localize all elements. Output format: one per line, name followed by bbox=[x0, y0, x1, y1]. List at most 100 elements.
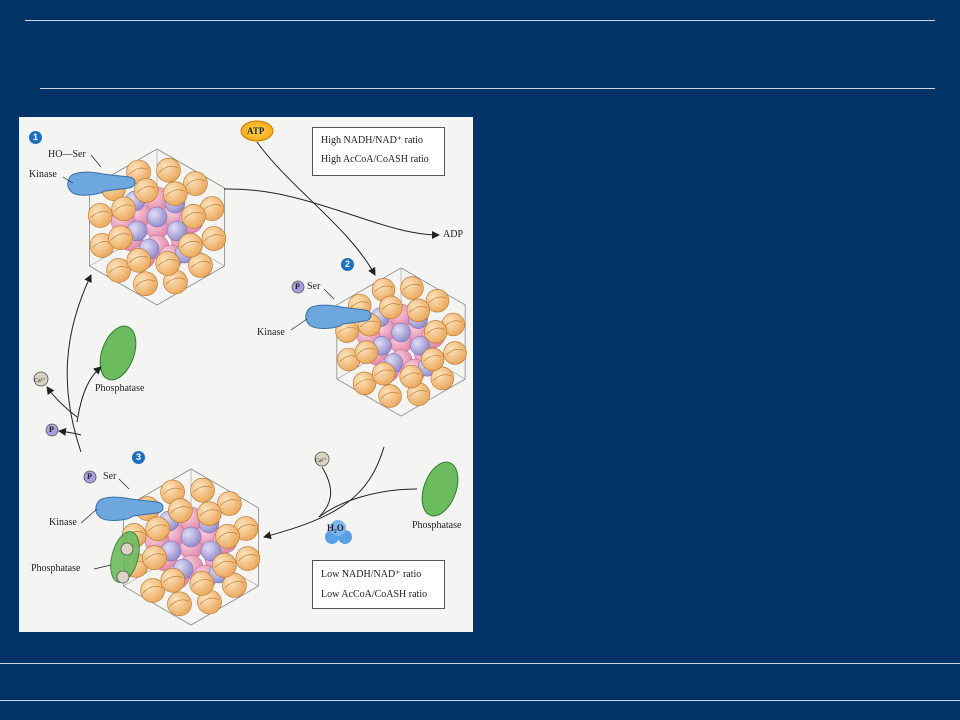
calcium-ball-left bbox=[33, 371, 49, 387]
phosphate-ball-step2 bbox=[291, 280, 305, 294]
e1-subunit bbox=[160, 568, 186, 593]
arrow-phosphatase-binding bbox=[76, 366, 102, 423]
atp-oval bbox=[240, 120, 274, 142]
step-number-3: 3 bbox=[132, 451, 145, 464]
high-nadh-ratio: High NADH/NAD⁺ ratio bbox=[321, 135, 423, 146]
leader-kinase-3 bbox=[80, 508, 98, 524]
e1-subunit-seam bbox=[162, 576, 183, 583]
calcium-label-right: Ca²⁺ bbox=[315, 458, 327, 464]
e1-subunit-seam bbox=[423, 355, 442, 362]
phosphatase-shape-left bbox=[99, 325, 137, 381]
calcium-ball-right bbox=[314, 451, 330, 467]
phosphatase-label-right: Phosphatase bbox=[412, 520, 462, 531]
figure-canvas bbox=[33, 120, 467, 626]
e1-subunit bbox=[400, 276, 424, 300]
e1-subunit bbox=[378, 384, 402, 408]
arrow-release-calcium bbox=[46, 386, 78, 418]
e1-subunit bbox=[162, 181, 188, 206]
e1-subunit bbox=[190, 477, 215, 503]
leader-ser-1 bbox=[90, 154, 102, 168]
arrow-phosphatase-join bbox=[318, 488, 418, 518]
leader-kinase-1 bbox=[62, 176, 74, 184]
e1-subunit-seam bbox=[402, 283, 422, 291]
kinase-label-2: Kinase bbox=[257, 327, 285, 338]
e1-subunit bbox=[106, 258, 131, 283]
phosphatase-label-3: Phosphatase bbox=[31, 563, 81, 574]
e1-subunit bbox=[430, 366, 454, 391]
pyruvate-dehydrogenase-regulation-figure: 1 2 3 HO—Ser Kinase ATP ADP Ser P Kinase… bbox=[19, 117, 473, 632]
e1-subunit bbox=[215, 524, 240, 549]
arrow-1-to-adp bbox=[223, 188, 440, 239]
arrow-atp-to-2 bbox=[256, 141, 376, 276]
phosphate-ball-free bbox=[45, 423, 59, 437]
e1-subunit-seam bbox=[219, 499, 240, 507]
e1-subunit-seam bbox=[381, 303, 401, 310]
kinase-label-3: Kinase bbox=[49, 517, 77, 528]
e3-subunit bbox=[200, 540, 222, 562]
e1-subunit-seam bbox=[191, 579, 212, 587]
e1-subunit-seam bbox=[169, 599, 190, 607]
arrow-2-to-3 bbox=[263, 446, 385, 540]
e1-subunit bbox=[443, 341, 467, 365]
e3-subunit bbox=[166, 220, 188, 242]
e1-subunit bbox=[352, 371, 377, 395]
e1-subunit bbox=[222, 573, 247, 598]
complex-active bbox=[87, 148, 227, 306]
e1-subunit-seam bbox=[144, 553, 165, 561]
phosphatase-label-left: Phosphatase bbox=[95, 383, 145, 394]
e1-subunit-seam bbox=[90, 211, 110, 219]
e1-subunit-seam bbox=[199, 597, 220, 605]
high-accoa-ratio: High AcCoA/CoASH ratio bbox=[321, 154, 429, 165]
leader-phosphatase-3 bbox=[93, 564, 112, 570]
low-ratio-box: Low NADH/NAD⁺ ratio Low AcCoA/CoASH rati… bbox=[312, 560, 445, 609]
low-accoa-ratio: Low AcCoA/CoASH ratio bbox=[321, 589, 428, 600]
e1-subunit-seam bbox=[108, 266, 129, 274]
e1-subunit bbox=[379, 295, 403, 320]
footer-rule-lower bbox=[0, 700, 960, 701]
e1-subunit-seam bbox=[128, 256, 149, 263]
e1-subunit-seam bbox=[374, 285, 393, 293]
complex-dephosphorylating bbox=[121, 468, 261, 626]
e1-subunit-seam bbox=[445, 348, 465, 356]
complex-phosphorylated bbox=[335, 267, 467, 417]
e1-subunit-seam bbox=[443, 320, 463, 327]
e1-subunit-seam bbox=[238, 554, 258, 562]
phosphate-symbol-2: P bbox=[295, 282, 300, 291]
e1-subunit-seam bbox=[359, 320, 379, 328]
e1-subunit-seam bbox=[113, 204, 134, 212]
water-label: H₂O bbox=[327, 523, 344, 533]
e1-subunit bbox=[399, 364, 423, 389]
e1-subunit-seam bbox=[128, 167, 149, 175]
leader-ser-3 bbox=[118, 478, 130, 490]
e1-subunit bbox=[168, 498, 193, 523]
e1-subunit bbox=[155, 251, 180, 276]
step-number-2: 2 bbox=[341, 258, 354, 271]
e1-subunit bbox=[212, 552, 237, 578]
phosphate-symbol-3: P bbox=[87, 472, 92, 481]
phosphatase-shape-bound bbox=[110, 531, 140, 583]
arrow-3-to-1 bbox=[66, 274, 92, 453]
e1-subunit bbox=[140, 578, 165, 603]
e1-subunit-seam bbox=[214, 560, 235, 568]
e1-subunit-seam bbox=[236, 524, 256, 532]
e1-subunit bbox=[181, 204, 206, 229]
e1-subunit-seam bbox=[135, 279, 156, 287]
title-underline bbox=[40, 88, 935, 89]
e1-subunit-seam bbox=[401, 372, 421, 380]
e3-subunit bbox=[391, 322, 411, 343]
e1-subunit bbox=[183, 171, 208, 196]
e1-subunit-seam bbox=[202, 204, 222, 212]
arrow-release-phosphate bbox=[58, 427, 82, 436]
e1-subunit bbox=[126, 248, 152, 273]
atp-label: ATP bbox=[247, 126, 265, 136]
kinase-label-1: Kinase bbox=[29, 169, 57, 180]
e1-subunit bbox=[108, 225, 133, 250]
adp-label: ADP bbox=[443, 229, 464, 240]
e1-subunit-seam bbox=[192, 485, 213, 493]
e1-subunit bbox=[406, 298, 431, 323]
e1-subunit bbox=[87, 203, 113, 228]
e1-subunit bbox=[145, 516, 170, 542]
phosphatase-shape-right bbox=[421, 461, 459, 517]
kinase-shape-2 bbox=[305, 304, 372, 329]
e1-subunit bbox=[167, 591, 192, 617]
